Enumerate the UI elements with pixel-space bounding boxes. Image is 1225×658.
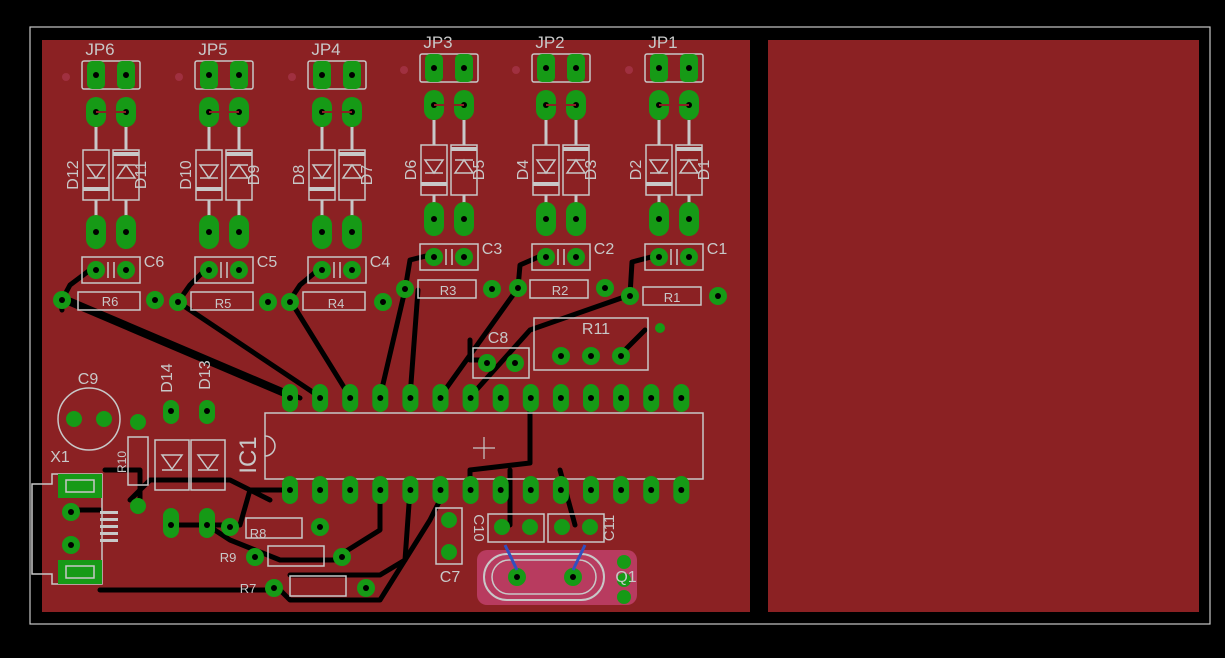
label-jp1: JP1 [648,33,677,52]
traces [57,252,658,603]
label-r3: R3 [440,283,457,298]
label-jp5: JP5 [198,40,227,59]
label-d13: D13 [197,360,214,389]
label-c2: C2 [594,241,615,258]
label-r6: R6 [102,294,119,309]
ic1-center [473,437,495,459]
label-c7: C7 [440,569,461,586]
board-outline [29,26,1211,625]
label-c11: C11 [601,515,618,541]
c10-pair-outline [487,513,545,543]
c8-outline [472,347,530,379]
ic1-body [264,412,704,480]
label-d3: D3 [583,160,600,181]
label-r7: R7 [240,581,257,596]
label-c9: C9 [78,371,99,388]
label-r11: R11 [582,321,610,338]
q1-crystal [477,544,637,605]
label-d7: D7 [359,165,376,186]
r10-pad-1 [130,414,146,430]
label-x1: X1 [50,449,70,466]
c9-pad-1 [66,411,82,427]
label-ic1: IC1 [235,436,262,473]
label-jp6: JP6 [85,40,114,59]
label-d4: D4 [515,160,532,181]
c9-outline [57,387,121,451]
label-d2: D2 [628,160,645,181]
x1-connector [31,473,118,585]
label-jp3: JP3 [423,33,452,52]
copper-pour-right [768,40,1199,612]
label-d8: D8 [291,165,308,186]
label-jp4: JP4 [311,40,340,59]
label-r10: R10 [115,451,129,473]
r11-outline [533,317,649,371]
label-c8: C8 [488,330,509,347]
c11-pads [494,519,598,535]
resistor-pads [53,279,727,311]
label-c5: C5 [257,254,278,271]
c9-pad-2 [96,411,112,427]
r11-pads [552,323,665,365]
resistor-labels: R6 R5 R4 R3 R2 R1 [102,283,681,311]
label-d9: D9 [246,165,263,186]
c7-pad-1 [441,512,457,528]
label-d6: D6 [403,160,420,181]
r10-pad-2 [130,498,146,514]
label-c3: C3 [482,241,503,258]
ic1-pins [282,384,690,504]
c11-outline [547,513,605,543]
resistor-bodies [77,279,702,311]
c7-pad-2 [441,544,457,560]
r10-outline [127,436,149,486]
label-r5: R5 [215,296,232,311]
ic1-notch [264,435,276,457]
c8-pads [478,354,524,372]
label-d12: D12 [65,160,82,189]
label-r1: R1 [664,290,681,305]
label-c4: C4 [370,254,391,271]
label-r9: R9 [220,550,237,565]
label-r4: R4 [328,296,345,311]
c7-outline [435,507,463,565]
label-d1: D1 [696,160,713,181]
label-d14: D14 [159,363,176,392]
label-jp2: JP2 [535,33,564,52]
label-d11: D11 [133,161,150,189]
label-r8: R8 [250,526,267,541]
label-d5: D5 [471,160,488,181]
d13-d14 [154,400,226,538]
label-c1: C1 [707,241,728,258]
label-d10: D10 [178,160,195,189]
label-q1: Q1 [615,569,636,586]
label-c6: C6 [144,254,165,271]
label-r2: R2 [552,283,569,298]
r7-r8-r9 [221,517,375,597]
label-c10: C10 [470,514,487,542]
